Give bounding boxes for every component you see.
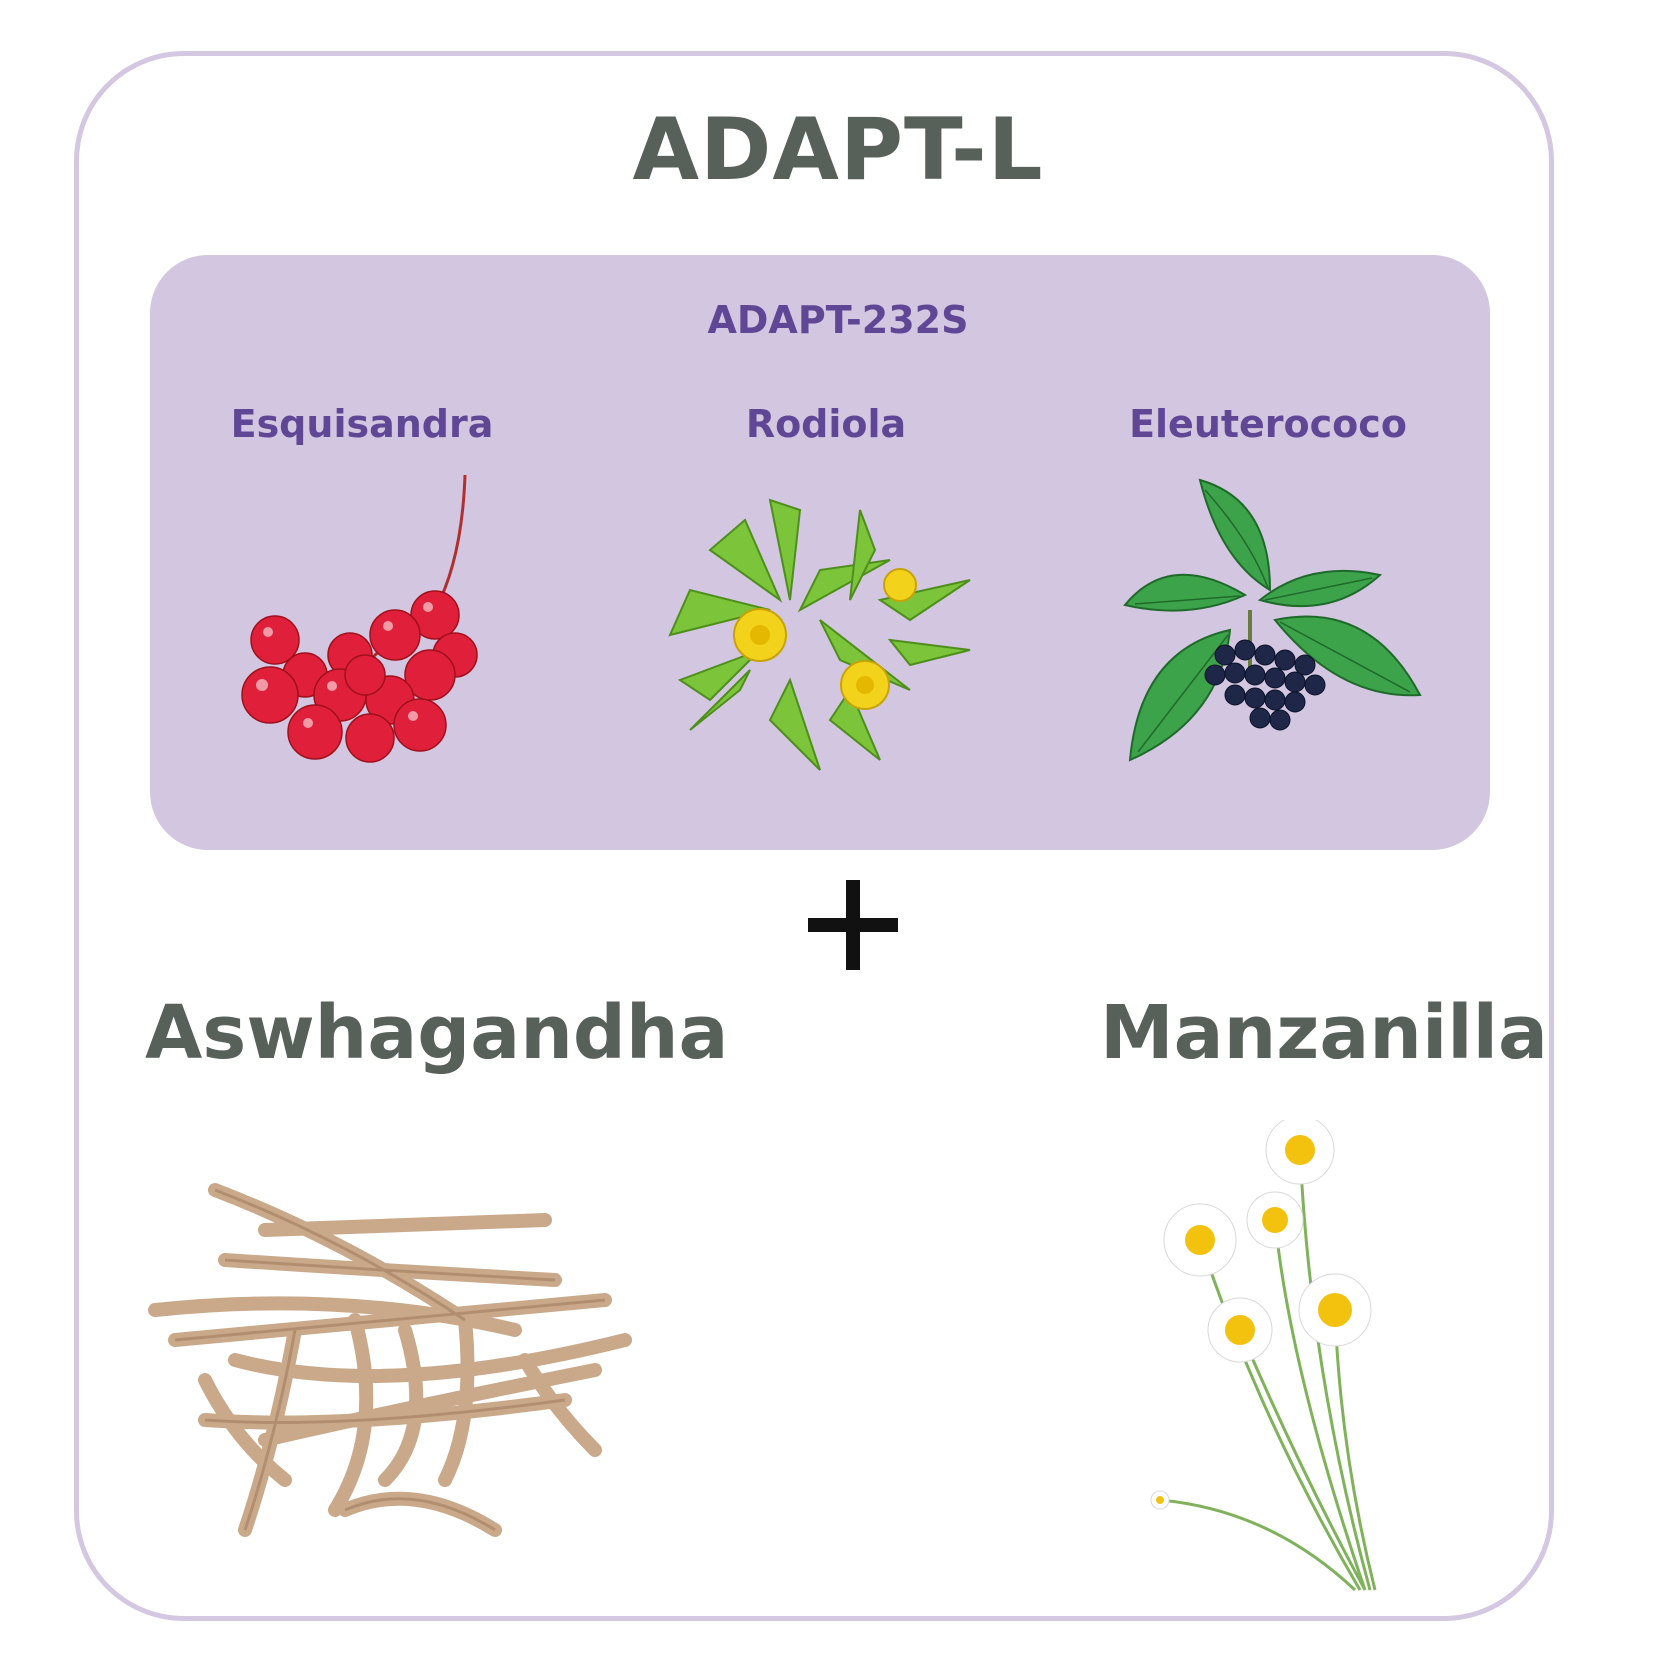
plus-icon xyxy=(808,880,898,970)
roots-icon xyxy=(145,1180,665,1560)
herb-label-eleuterococo: Eleuterococo xyxy=(1129,402,1407,446)
eleutherococcus-berries-icon xyxy=(1110,470,1440,770)
chamomile-flower-icon xyxy=(1140,1120,1400,1600)
aswhagandha-label: Aswhagandha xyxy=(145,990,729,1076)
panel-title: ADAPT-232S xyxy=(707,298,969,342)
rhodiola-flower-icon xyxy=(650,490,980,780)
red-berries-icon xyxy=(230,470,490,770)
herb-label-esquisandra: Esquisandra xyxy=(230,402,494,446)
manzanilla-label: Manzanilla xyxy=(1100,990,1548,1076)
main-title: ADAPT-L xyxy=(632,100,1044,200)
herb-label-rodiola: Rodiola xyxy=(745,402,907,446)
